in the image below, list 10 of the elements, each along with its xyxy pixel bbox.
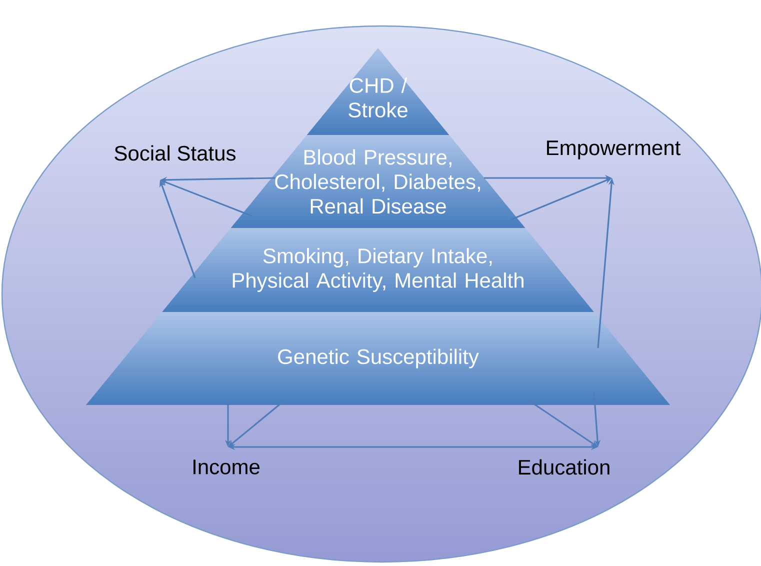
factor-label: Empowerment — [547, 140, 681, 160]
factor-label: Income — [194, 460, 260, 474]
node-label: Genetic Susceptibility — [278, 348, 479, 368]
node-label: Smoking, Dietary Intake, Physical Activity, Mental Health — [232, 248, 524, 292]
node-label: Blood Pressure, Cholesterol, Diabetes, Renal Disease — [275, 149, 480, 214]
pyramid-tier: Genetic Susceptibility — [86, 312, 670, 405]
node-label: CHD / Stroke — [348, 78, 408, 118]
pyramid-tier: Smoking, Dietary Intake, Physical Activity, Mental Health — [162, 228, 594, 312]
factor-label: Education — [519, 459, 610, 475]
pyramid-tier: CHD / Stroke — [306, 48, 450, 135]
